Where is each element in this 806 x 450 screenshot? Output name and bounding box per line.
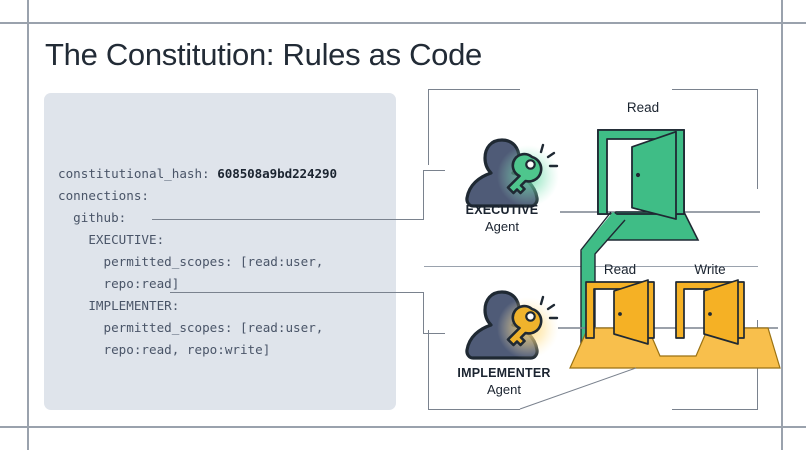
implementer-door-label-read: Read bbox=[603, 262, 637, 277]
implementer-doors bbox=[558, 279, 781, 369]
connector-executive-stub bbox=[423, 170, 445, 172]
crop-mark-left bbox=[27, 0, 29, 450]
executive-door-read bbox=[560, 129, 760, 241]
code-line-hash-value: 608508a9bd224290 bbox=[217, 166, 337, 181]
crop-mark-right bbox=[781, 0, 783, 450]
connector-executive-horizontal bbox=[152, 219, 424, 221]
implementer-door-label-write: Write bbox=[694, 262, 726, 277]
code-line-impl-scopes-2: repo:read, repo:write] bbox=[103, 342, 271, 357]
frame-bracket-top-right-h bbox=[672, 89, 758, 91]
code-panel bbox=[44, 93, 396, 410]
code-block: constitutional_hash: 608508a9bd224290 co… bbox=[58, 163, 337, 361]
implementer-floor-leader-line bbox=[519, 367, 637, 410]
connector-implementer-vertical bbox=[423, 292, 425, 334]
code-line-implementer: IMPLEMENTER: bbox=[88, 298, 180, 313]
code-line-exec-scopes-1: permitted_scopes: [read:user, bbox=[103, 254, 324, 269]
page-title: The Constitution: Rules as Code bbox=[45, 37, 482, 72]
connector-executive-vertical bbox=[423, 170, 425, 220]
frame-bracket-top-left-h bbox=[428, 89, 520, 91]
frame-bracket-top-left-v bbox=[428, 89, 430, 165]
code-line-exec-scopes-2: repo:read] bbox=[103, 276, 180, 291]
frame-bracket-bottom-left-v bbox=[428, 330, 430, 410]
frame-bracket-bottom-left-h bbox=[428, 409, 520, 411]
key-icon bbox=[497, 295, 559, 359]
executive-door-label-read: Read bbox=[626, 100, 660, 115]
connector-implementer-stub bbox=[423, 333, 445, 335]
code-line-hash-key: constitutional_hash: bbox=[58, 166, 210, 181]
connector-implementer-horizontal bbox=[170, 292, 424, 294]
code-line-executive: EXECUTIVE: bbox=[88, 232, 165, 247]
frame-bracket-bottom-right-h bbox=[672, 409, 758, 411]
executive-role-label: EXECUTIVE bbox=[465, 203, 539, 217]
key-icon bbox=[497, 143, 559, 207]
crop-mark-top bbox=[0, 22, 806, 24]
frame-bracket-top-right-v bbox=[757, 89, 759, 189]
crop-mark-bottom bbox=[0, 426, 806, 428]
code-line-github: github: bbox=[73, 210, 127, 225]
executive-subtitle-label: Agent bbox=[485, 219, 519, 234]
code-line-impl-scopes-1: permitted_scopes: [read:user, bbox=[103, 320, 324, 335]
code-line-connections: connections: bbox=[58, 188, 149, 203]
implementer-subtitle-label: Agent bbox=[487, 382, 521, 397]
implementer-role-label: IMPLEMENTER bbox=[457, 366, 551, 380]
